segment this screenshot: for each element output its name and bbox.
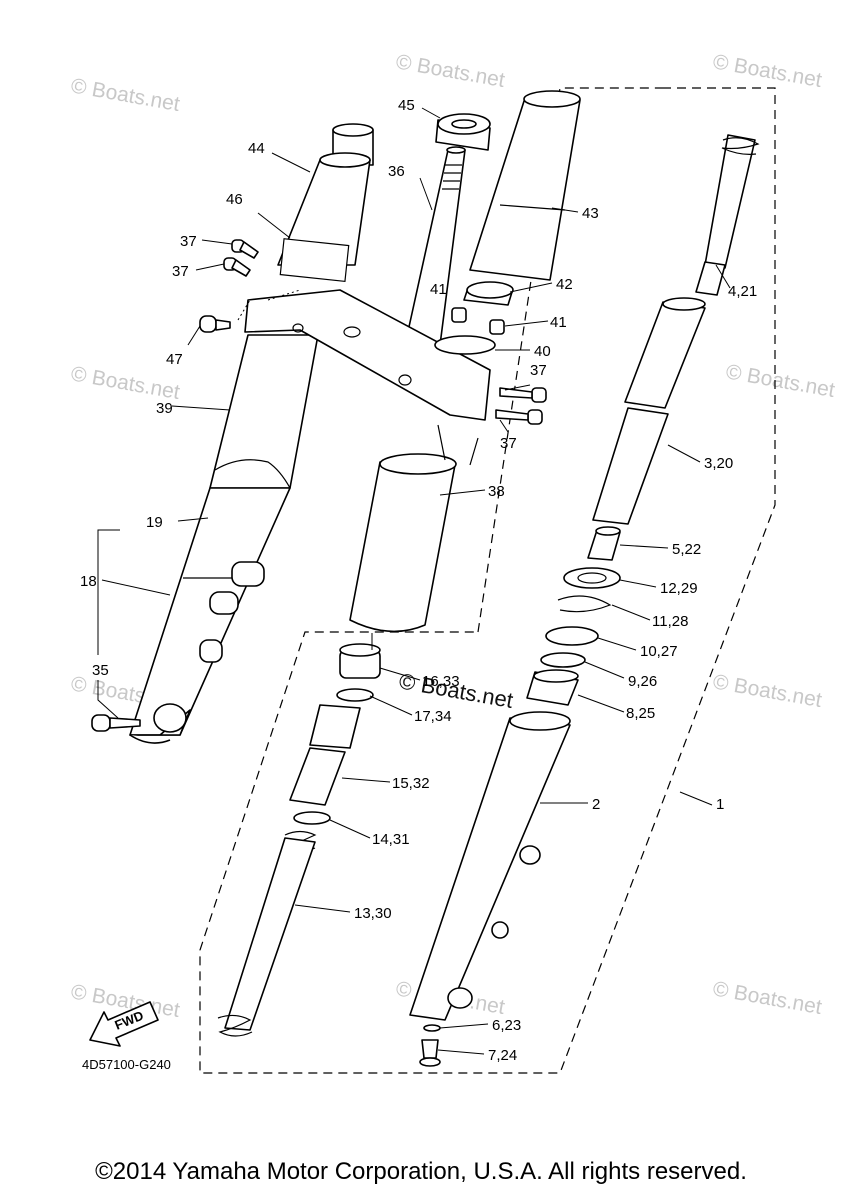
callout-13-30: 13,30 [354, 905, 392, 922]
part-43-cover [469, 90, 581, 281]
part-18-outer-tube [129, 487, 291, 744]
callout-12-29: 12,29 [660, 580, 698, 597]
callout-1: 1 [716, 796, 724, 813]
fork-leg-assembly [409, 134, 760, 1067]
callout-37: 37 [500, 435, 517, 452]
callout-38: 38 [488, 483, 505, 500]
callout-41: 41 [550, 314, 567, 331]
callout-14-31: 14,31 [372, 831, 410, 848]
part-38-cover [349, 424, 479, 633]
leader-lines [97, 107, 731, 1055]
watermark: © Boats.net [724, 360, 837, 402]
watermark: © Boats.net [69, 74, 182, 116]
callout-7-24: 7,24 [488, 1047, 517, 1064]
callout-11-28: 11,28 [652, 613, 688, 630]
callout-36: 36 [388, 163, 405, 180]
watermark: © Boats.net [394, 50, 507, 92]
watermark: © Boats.net [711, 670, 824, 712]
callout-19: 19 [146, 514, 163, 531]
callout-2: 2 [592, 796, 600, 813]
callout-40: 40 [534, 343, 551, 360]
part-47-bolt [199, 315, 231, 333]
callout-35: 35 [92, 662, 109, 679]
callout-46: 46 [226, 191, 243, 208]
part-42-ring [463, 281, 514, 306]
callout-17-34: 17,34 [414, 708, 452, 725]
part-45-bearing [435, 113, 491, 151]
callout-6-23: 6,23 [492, 1017, 521, 1034]
callout-41: 41 [430, 281, 447, 298]
damper-rod-assembly [217, 643, 381, 1037]
callout-3-20: 3,20 [704, 455, 733, 472]
watermark: © Boats.net [711, 977, 824, 1019]
callout-37: 37 [172, 263, 189, 280]
part-37-bolts [223, 239, 547, 425]
callout-44: 44 [248, 140, 265, 157]
copyright-notice: ©2014 Yamaha Motor Corporation, U.S.A. A… [95, 1158, 747, 1185]
assembly-boundary-inner-tube [477, 87, 662, 633]
callout-47: 47 [166, 351, 183, 368]
callout-16-33: 16,33 [422, 673, 460, 690]
part-46-decal [279, 238, 350, 283]
callout-15-32: 15,32 [392, 775, 430, 792]
callout-37: 37 [180, 233, 197, 250]
drawing-code: 4D57100-G240 [82, 1057, 171, 1072]
callout-39: 39 [156, 400, 173, 417]
callout-8-25: 8,25 [626, 705, 655, 722]
part-41-nut [451, 307, 467, 323]
part-35-bolt [91, 714, 141, 732]
callout-37: 37 [530, 362, 547, 379]
callout-10-27: 10,27 [640, 643, 678, 660]
watermark: © Boats.net [711, 50, 824, 92]
callout-45: 45 [398, 97, 415, 114]
part-40-under-bracket [244, 289, 496, 421]
callout-9-26: 9,26 [628, 673, 657, 690]
callout-5-22: 5,22 [672, 541, 701, 558]
callout-18: 18 [80, 573, 97, 590]
assembly-boundary-fork-leg [199, 87, 776, 1074]
callout-4-21: 4,21 [728, 283, 757, 300]
callout-43: 43 [582, 205, 599, 222]
part-41-nut [489, 319, 505, 335]
part-44-upper-cover [277, 123, 374, 283]
watermark: © Boats.net [69, 362, 182, 404]
part-39-upper-tube [209, 334, 319, 489]
callout-42: 42 [556, 276, 573, 293]
callouts: 44 46 37 37 47 39 36 45 43 42 41 41 40 3… [80, 97, 757, 1072]
